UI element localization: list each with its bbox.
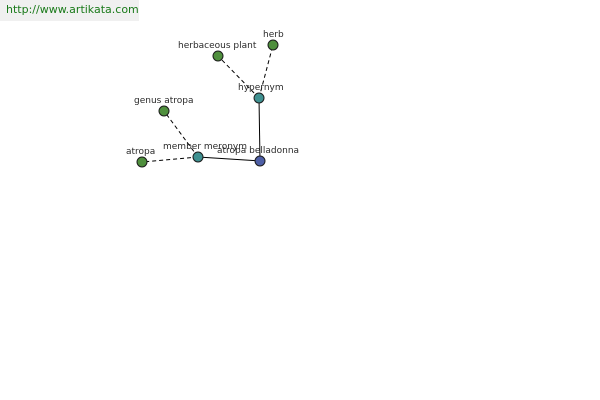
node-atropa-dot[interactable] <box>136 156 148 168</box>
node-member-meronym-label[interactable]: member meronym <box>163 142 247 152</box>
edges-layer <box>141 44 274 163</box>
node-hypernym-label[interactable]: hypernym <box>238 83 284 93</box>
nodes-layer: atropa belladonna hypernym member meronym h… <box>126 30 299 168</box>
node-herbaceous-plant-label[interactable]: herbaceous plant <box>178 41 257 51</box>
site-url-link[interactable]: http://www.artikata.com <box>6 3 139 16</box>
edge-member-meronym-to-genus-atropa <box>163 110 199 158</box>
node-herbaceous-plant-dot[interactable] <box>212 50 224 62</box>
node-herb[interactable]: herb <box>263 30 284 51</box>
node-hypernym[interactable]: hypernym <box>238 83 284 104</box>
site-banner: http://www.artikata.com <box>0 0 139 21</box>
edge-member-meronym-to-atropa <box>141 156 199 163</box>
node-atropa-belladonna[interactable]: atropa belladonna <box>217 146 299 167</box>
edge-hypernym-to-herb <box>258 44 274 99</box>
node-member-meronym[interactable]: member meronym <box>163 142 247 163</box>
node-hypernym-dot[interactable] <box>253 92 265 104</box>
node-genus-atropa-label[interactable]: genus atropa <box>134 96 194 106</box>
node-atropa[interactable]: atropa <box>126 147 155 168</box>
node-herb-label[interactable]: herb <box>263 30 284 40</box>
node-atropa-label[interactable]: atropa <box>126 147 155 157</box>
node-member-meronym-dot[interactable] <box>192 151 204 163</box>
node-atropa-belladonna-label[interactable]: atropa belladonna <box>217 146 299 156</box>
edge-atropa-belladonna-to-member-meronym <box>197 156 261 162</box>
edge-atropa-belladonna-to-hypernym <box>258 97 261 162</box>
node-herb-dot[interactable] <box>267 39 279 51</box>
edge-hypernym-to-herbaceous-plant <box>217 55 260 99</box>
node-herbaceous-plant[interactable]: herbaceous plant <box>178 41 257 62</box>
node-genus-atropa-dot[interactable] <box>158 105 170 117</box>
node-genus-atropa[interactable]: genus atropa <box>134 96 194 117</box>
node-atropa-belladonna-dot[interactable] <box>254 155 266 167</box>
